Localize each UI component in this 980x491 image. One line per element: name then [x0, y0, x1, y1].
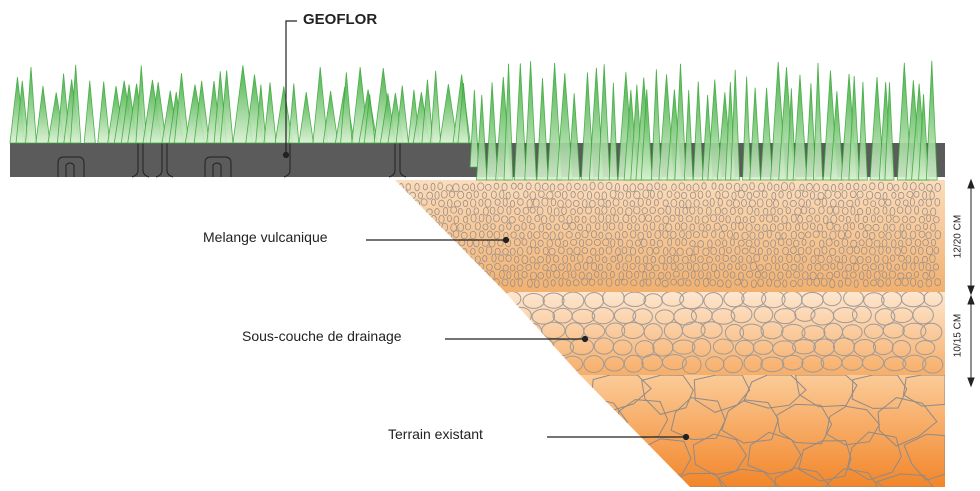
grass-blade	[173, 73, 189, 144]
grass-blade	[439, 84, 458, 144]
grass-blade	[918, 94, 929, 181]
layer-drainage	[505, 292, 945, 375]
grass-blade	[580, 72, 595, 181]
grass-blade	[683, 90, 694, 181]
grass-blade	[812, 62, 824, 181]
grass-blade	[35, 85, 51, 144]
grass-blade	[421, 79, 434, 144]
dimension-drainage: 10/15 CM	[952, 313, 964, 358]
grass-blade	[255, 84, 267, 144]
grass-blade	[608, 82, 618, 181]
grass-blade	[469, 89, 480, 168]
grass-blade	[805, 83, 817, 181]
grass-blade	[395, 85, 409, 144]
label-volcanic-mix: Melange vulcanique	[203, 229, 328, 245]
product-label-geoflor: GEOFLOR	[303, 11, 378, 28]
grass-blade	[524, 61, 537, 181]
grass-blade	[742, 76, 752, 181]
layer-volcanic-mix	[395, 180, 945, 292]
grass-blade	[430, 70, 442, 144]
grass-blade	[135, 65, 148, 144]
grass-blade	[884, 82, 895, 181]
grass-blade	[288, 83, 300, 144]
grass-blade	[786, 88, 797, 181]
grass-blade	[263, 82, 277, 144]
label-existing-ground: Terrain existant	[388, 426, 483, 442]
leader-lines	[282, 20, 690, 441]
grass-blade	[503, 63, 514, 181]
grass-blade	[312, 67, 328, 144]
grass-blade	[149, 82, 167, 144]
grass-blade	[219, 70, 234, 144]
grass-blade	[597, 64, 611, 181]
label-drainage: Sous-couche de drainage	[242, 328, 402, 344]
grass-blade	[485, 82, 499, 181]
grass-blade	[674, 63, 687, 181]
grass-blade	[536, 78, 549, 181]
layer-existing-ground	[580, 375, 945, 487]
grass-blade	[749, 87, 761, 181]
grass-blade	[651, 69, 662, 181]
grass-blade	[274, 86, 293, 144]
grass-blade	[792, 74, 808, 181]
grass-blade	[363, 94, 376, 144]
grass-blade	[848, 75, 860, 181]
grass-blade	[193, 80, 210, 144]
grass-blade	[692, 81, 704, 181]
grass-blade	[857, 81, 868, 181]
grass-blade	[69, 64, 82, 144]
grass-blade	[476, 94, 488, 181]
grass-blade	[568, 93, 581, 181]
grass-blade	[547, 63, 563, 181]
dimension-volcanic: 12/20 CM	[952, 214, 964, 259]
grass-blade	[298, 92, 314, 144]
grass-blades	[9, 60, 938, 181]
grass-blade	[83, 80, 96, 144]
grass-blade	[457, 82, 470, 144]
grass-blade	[707, 79, 723, 181]
grass-blade	[97, 81, 111, 144]
grass-blade	[25, 66, 37, 144]
dimension-arrows	[967, 178, 975, 388]
grass-blade	[232, 65, 254, 144]
grass-blade	[925, 60, 938, 181]
grass-blade	[730, 69, 741, 181]
grass-blade	[640, 89, 653, 181]
grass-blade	[760, 87, 773, 181]
grass-blade	[340, 72, 353, 144]
grass-blade	[513, 63, 527, 181]
grass-blade	[830, 91, 844, 181]
grass-blade	[869, 76, 885, 181]
grass-blade	[322, 90, 339, 144]
grass-blade	[556, 73, 574, 181]
grass-blade	[15, 80, 29, 144]
